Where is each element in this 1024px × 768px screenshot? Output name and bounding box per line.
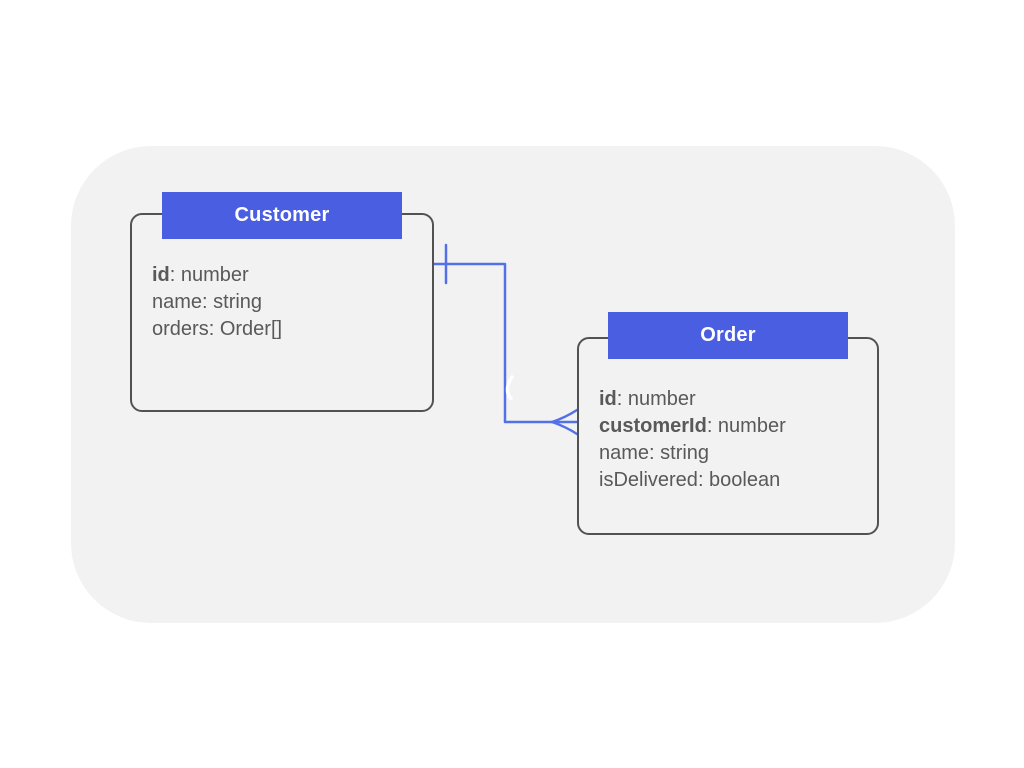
field-type: : string — [202, 291, 263, 313]
field-type: : number — [706, 415, 786, 437]
entity-order-fields: id: number customerId: number name: stri… — [579, 339, 877, 494]
field-key: id — [599, 388, 617, 410]
entity-order[interactable]: Order id: number customerId: number name… — [577, 312, 879, 535]
entity-title: Customer — [234, 204, 330, 226]
cardinality-many-crow-foot-icon — [550, 408, 579, 424]
field-key: id — [152, 264, 170, 286]
field-key: name — [152, 291, 203, 313]
field-type: : number — [169, 264, 249, 286]
field-name: name: string — [599, 440, 859, 467]
field-type: : number — [616, 388, 696, 410]
field-type: : string — [649, 442, 710, 464]
connector-line[interactable] — [432, 262, 579, 424]
field-type: : boolean — [697, 469, 781, 491]
white-mark-artifact — [505, 375, 514, 401]
entity-title: Order — [700, 324, 756, 346]
field-id: id: number — [599, 386, 859, 413]
field-key: name — [599, 442, 650, 464]
field-key: orders — [152, 318, 209, 340]
entity-customer-fields: id: number name: string orders: Order[] — [132, 215, 432, 343]
entity-customer-header[interactable]: Customer — [162, 192, 402, 239]
field-key: customerId — [599, 415, 707, 437]
field-key: isDelivered — [599, 469, 698, 491]
cardinality-many-crow-foot-icon — [550, 420, 579, 436]
entity-order-header[interactable]: Order — [608, 312, 848, 359]
entity-customer[interactable]: Customer id: number name: string orders:… — [130, 192, 434, 412]
field-type: : Order[] — [208, 318, 283, 340]
field-customerId: customerId: number — [599, 413, 859, 440]
field-id: id: number — [152, 262, 414, 289]
field-orders: orders: Order[] — [152, 316, 414, 343]
field-name: name: string — [152, 289, 414, 316]
field-isDelivered: isDelivered: boolean — [599, 467, 859, 494]
